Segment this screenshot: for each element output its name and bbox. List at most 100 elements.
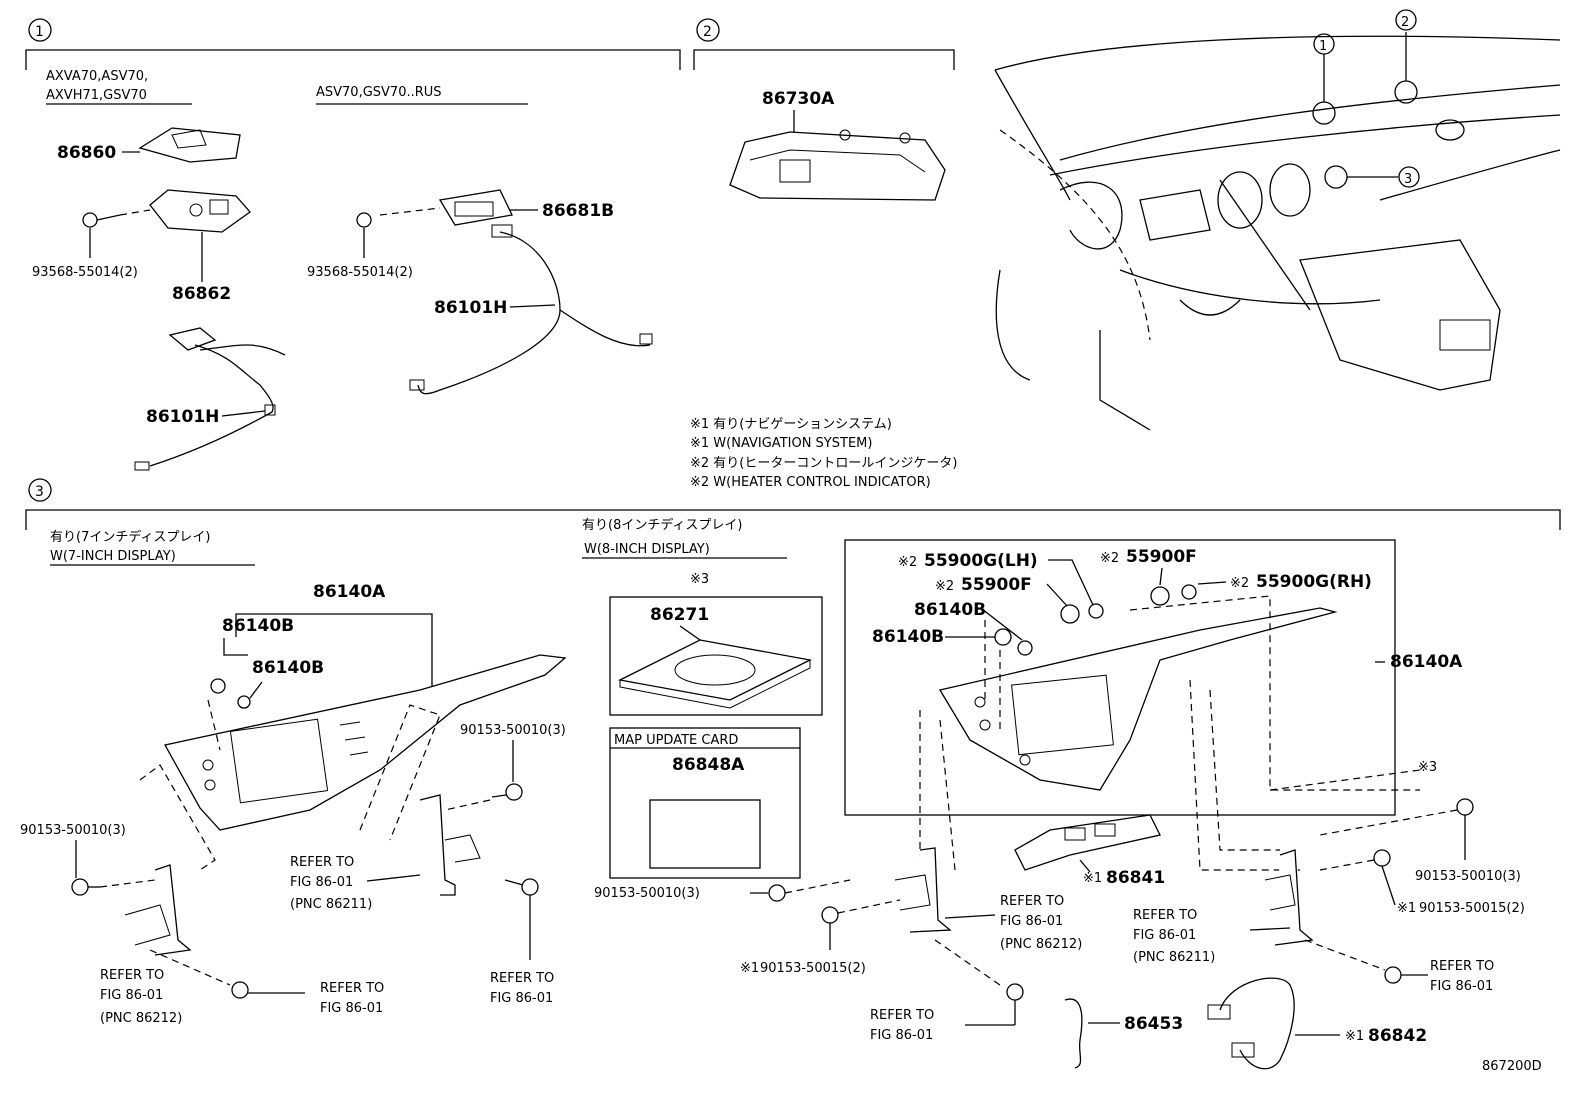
bolt <box>821 906 839 924</box>
note: ※1 有り(ナビゲーションシステム) <box>690 417 892 432</box>
part-number-90153-50010[interactable]: 90153-50010(3) <box>1415 869 1521 884</box>
part-number-90153-50015[interactable]: 90153-50015(2) <box>760 961 866 976</box>
note: ※2 有り(ヒーターコントロールインジケータ) <box>690 456 957 471</box>
refer-note: REFER TO <box>100 968 164 983</box>
knob <box>210 678 226 694</box>
part-number-55900G-RH[interactable]: 55900G(RH) <box>1256 572 1372 592</box>
refer-note: REFER TO <box>290 855 354 870</box>
note-mark: ※3 <box>1418 760 1437 775</box>
part-number-86140B[interactable]: 86140B <box>222 616 294 636</box>
refer-note: FIG 86-01 <box>870 1028 933 1043</box>
wire-harness-86101H <box>417 231 561 395</box>
section-1-number: 1 <box>35 24 44 40</box>
connector-86453 <box>1064 998 1083 1069</box>
part-number-86848A[interactable]: 86848A <box>672 755 745 775</box>
part-number-86101H[interactable]: 86101H <box>146 407 219 427</box>
part-number-90153-50010[interactable]: 90153-50010(3) <box>20 823 126 838</box>
box-86271 <box>609 596 823 716</box>
bolt <box>82 212 98 228</box>
refer-note: (PNC 86211) <box>290 897 372 912</box>
part-number-86140B[interactable]: 86140B <box>872 627 944 647</box>
sd-card-86848A <box>649 799 761 869</box>
bolt <box>1384 966 1402 984</box>
note-mark: ※1 <box>740 961 759 976</box>
bracket <box>154 864 192 956</box>
note-mark: ※1 <box>1345 1029 1364 1044</box>
dvd-case-86271 <box>617 639 813 701</box>
variant-label: ASV70,GSV70..RUS <box>316 85 442 100</box>
wire-harness-86101H <box>149 344 274 467</box>
part-number-86101H[interactable]: 86101H <box>434 298 507 318</box>
locator-number: 3 <box>1404 172 1412 187</box>
bracket <box>419 794 456 896</box>
variant-label: W(8-INCH DISPLAY) <box>584 542 710 557</box>
refer-note: FIG 86-01 <box>320 1001 383 1016</box>
section-2-number: 2 <box>703 24 712 40</box>
part-number-86140A[interactable]: 86140A <box>1390 652 1463 672</box>
knob <box>237 695 251 709</box>
variant-label: W(7-INCH DISPLAY) <box>50 549 176 564</box>
note-mark: ※3 <box>690 572 709 587</box>
bolt <box>71 878 89 896</box>
box-86848A <box>609 727 801 879</box>
refer-note: REFER TO <box>1430 959 1494 974</box>
refer-note: FIG 86-01 <box>290 875 353 890</box>
part-number-93568-55014[interactable]: 93568-55014(2) <box>307 265 413 280</box>
part-number-86453[interactable]: 86453 <box>1124 1014 1183 1034</box>
locator-number: 2 <box>1401 15 1409 30</box>
knob <box>994 628 1012 646</box>
bracket-86860 <box>138 127 241 163</box>
knob <box>1088 603 1104 619</box>
section-3: 3 有り(7インチディスプレイ) W(7-INCH DISPLAY) 86140… <box>20 478 1561 1070</box>
locator-number: 1 <box>1319 39 1327 54</box>
note-mark: ※2 <box>1230 576 1249 591</box>
part-number-86841[interactable]: 86841 <box>1106 868 1165 888</box>
part-number-93568-55014[interactable]: 93568-55014(2) <box>32 265 138 280</box>
part-number-86140B[interactable]: 86140B <box>252 658 324 678</box>
note-mark: ※1 <box>1397 901 1416 916</box>
refer-note: FIG 86-01 <box>490 991 553 1006</box>
part-number-90153-50015[interactable]: 90153-50015(2) <box>1419 901 1525 916</box>
refer-note: FIG 86-01 <box>100 988 163 1003</box>
bolt <box>356 212 372 228</box>
refer-note: FIG 86-01 <box>1000 914 1063 929</box>
bolt <box>768 884 786 902</box>
part-number-86862[interactable]: 86862 <box>172 284 231 304</box>
bolt <box>1373 849 1391 867</box>
refer-note: (PNC 86212) <box>1000 937 1082 952</box>
part-number-86271[interactable]: 86271 <box>650 605 709 625</box>
bracket <box>909 847 952 933</box>
part-number-86730A[interactable]: 86730A <box>762 89 835 109</box>
part-number-86842[interactable]: 86842 <box>1368 1026 1427 1046</box>
box-8inch-panel <box>844 539 1396 816</box>
figure-code: 867200D <box>1482 1059 1542 1074</box>
bolt <box>231 981 249 999</box>
display-panel-86140A <box>938 607 1338 791</box>
bolt <box>1456 798 1474 816</box>
refer-note: REFER TO <box>1000 894 1064 909</box>
knob <box>1017 640 1033 656</box>
display-panel-86140A <box>164 654 567 831</box>
section-3-number: 3 <box>35 484 44 500</box>
note-mark: ※2 <box>898 555 917 570</box>
part-number-86140B[interactable]: 86140B <box>914 600 986 620</box>
part-number-55900F[interactable]: 55900F <box>961 575 1032 595</box>
refer-note: REFER TO <box>1133 908 1197 923</box>
part-number-55900G-LH[interactable]: 55900G(LH) <box>924 551 1038 571</box>
part-number-86860[interactable]: 86860 <box>57 143 116 163</box>
variant-label: AXVH71,GSV70 <box>46 88 147 103</box>
part-number-86140A[interactable]: 86140A <box>313 582 386 602</box>
refer-note: REFER TO <box>870 1008 934 1023</box>
refer-note: FIG 86-01 <box>1430 979 1493 994</box>
part-number-55900F[interactable]: 55900F <box>1126 547 1197 567</box>
map-update-card-title: MAP UPDATE CARD <box>614 733 738 748</box>
part-number-86681B[interactable]: 86681B <box>542 201 614 221</box>
section-2: 2 86730A <box>693 18 955 201</box>
unit-86841 <box>1014 814 1161 871</box>
part-number-90153-50010[interactable]: 90153-50010(3) <box>594 886 700 901</box>
variant-label: AXVA70,ASV70, <box>46 69 148 84</box>
bracket-86862 <box>149 189 251 233</box>
part-number-90153-50010[interactable]: 90153-50010(3) <box>460 723 566 738</box>
note: ※2 W(HEATER CONTROL INDICATOR) <box>690 475 931 490</box>
